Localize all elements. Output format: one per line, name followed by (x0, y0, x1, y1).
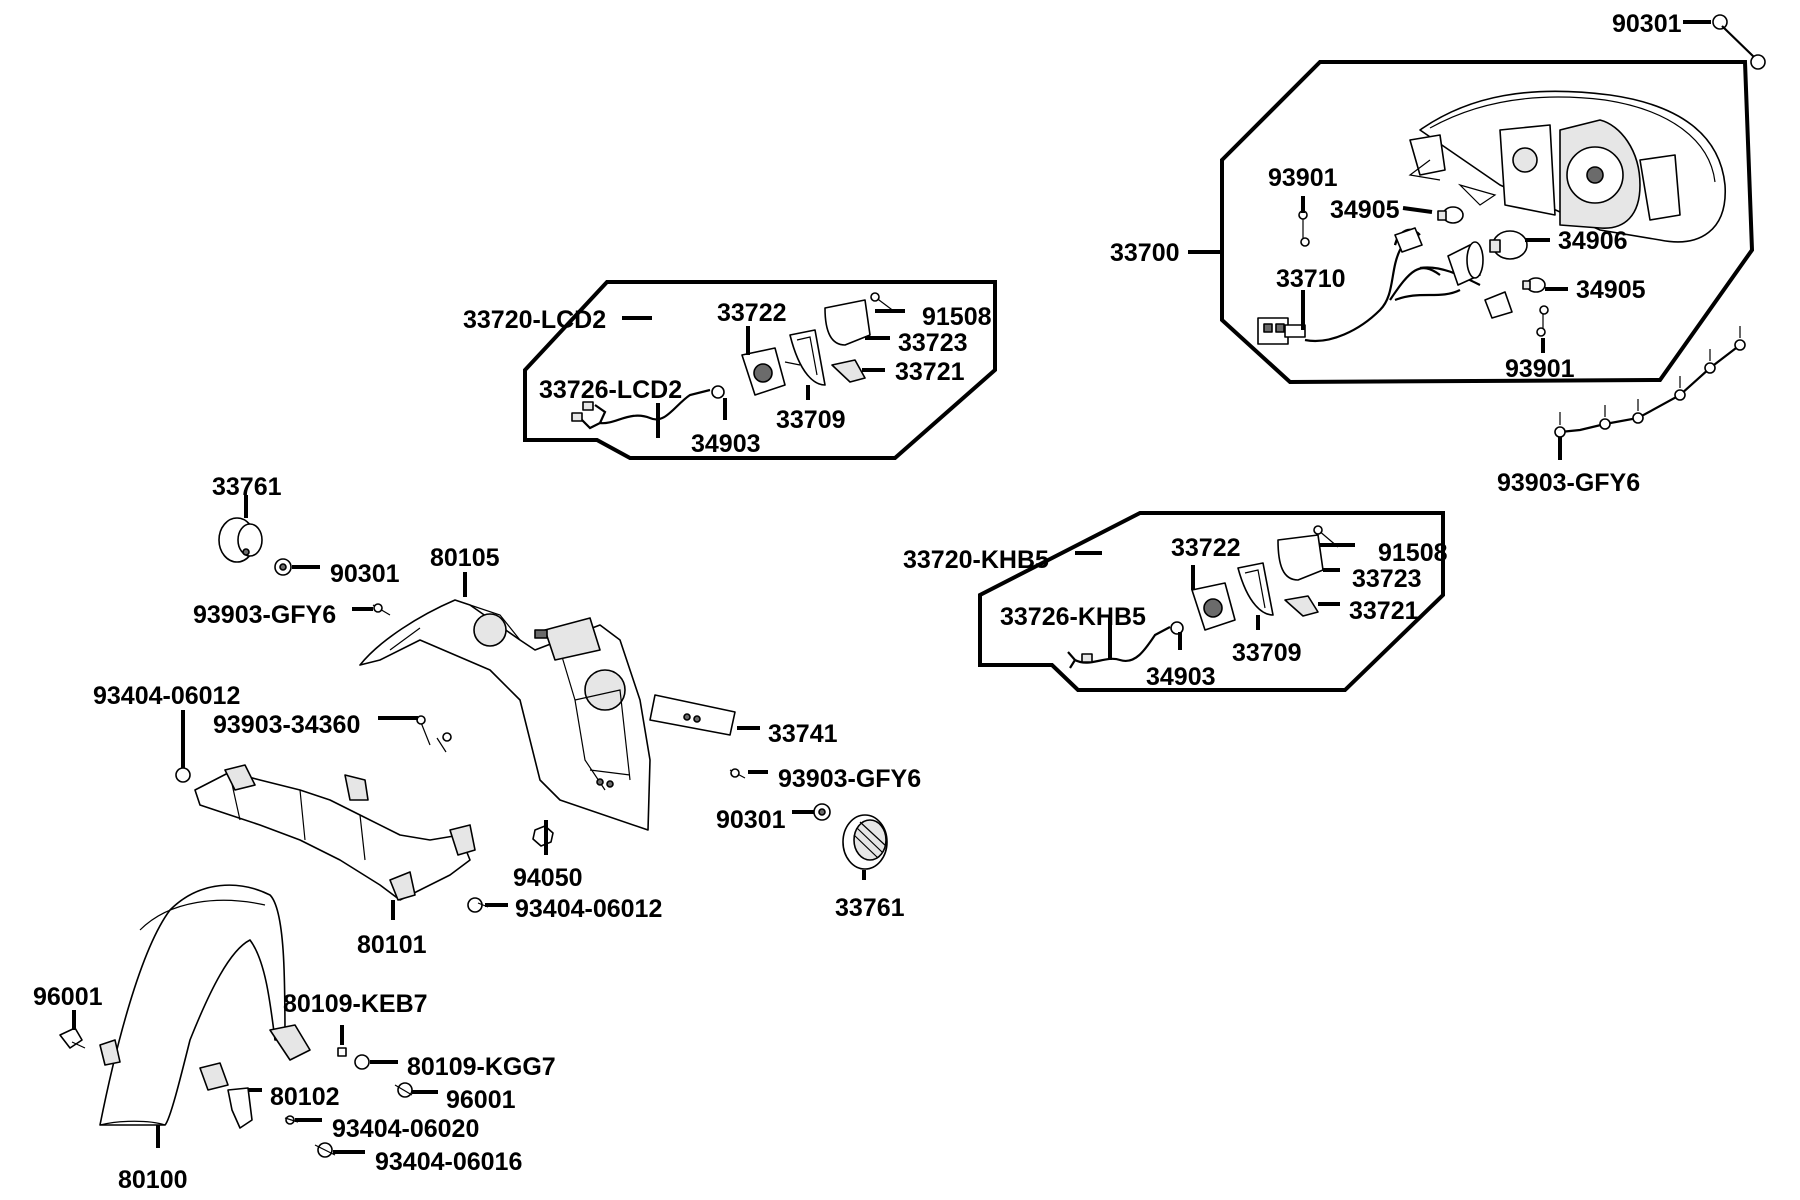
label-90301-a: 90301 (330, 560, 400, 588)
housing-33722-a (741, 347, 801, 396)
leader-lines (72, 20, 1711, 1154)
label-94050: 94050 (513, 864, 583, 892)
label-33761-b: 33761 (835, 894, 905, 922)
bulb-socket-34906 (1447, 241, 1484, 286)
bracket-80102 (227, 1087, 253, 1129)
label-33761-a: 33761 (212, 473, 282, 501)
rear-fender-80105 (359, 599, 651, 831)
label-34906: 34906 (1558, 227, 1628, 255)
label-93903-gfy6-a: 93903-GFY6 (1497, 469, 1640, 497)
bulb-34905-lower (1522, 277, 1546, 293)
label-34905-b: 34905 (1576, 276, 1646, 304)
label-93404-06016: 93404-06016 (375, 1148, 522, 1176)
screw-93903-gfy6-c (729, 768, 746, 779)
reflector-33761-b (842, 814, 888, 870)
wire-33726-lcd2 (571, 385, 725, 430)
label-33741: 33741 (768, 720, 838, 748)
label-33709-b: 33709 (1232, 639, 1302, 667)
label-33722-b: 33722 (1171, 534, 1241, 562)
label-93404-06020: 93404-06020 (332, 1115, 479, 1143)
lens-33723-a (824, 299, 871, 346)
reflector-33721-b (1284, 595, 1319, 617)
label-80100: 80100 (118, 1166, 188, 1194)
label-93901-a: 93901 (1268, 164, 1338, 192)
label-80101: 80101 (357, 931, 427, 959)
clip-80109-keb7 (337, 1047, 347, 1057)
label-33710: 33710 (1276, 265, 1346, 293)
label-93404-06012-b: 93404-06012 (515, 895, 662, 923)
label-90301-top: 90301 (1612, 10, 1682, 38)
screw-91508-a (870, 292, 896, 313)
housing-33722-b (1191, 582, 1236, 631)
label-34903-a: 34903 (691, 430, 761, 458)
label-33720-khb5: 33720-KHB5 (903, 546, 1049, 574)
bolt-96001-a (59, 1027, 86, 1049)
label-91508-a: 91508 (922, 303, 992, 331)
bolt-96001-b (394, 1082, 413, 1098)
label-33700: 33700 (1110, 239, 1180, 267)
nut-90301-top (1712, 14, 1766, 70)
screw-93901-lower (1536, 305, 1549, 337)
label-96001-b: 96001 (446, 1086, 516, 1114)
screw-91508-b (1313, 525, 1339, 548)
label-33723-a: 33723 (898, 329, 968, 357)
label-33721-a: 33721 (895, 358, 965, 386)
label-80105: 80105 (430, 544, 500, 572)
wire-33726-khb5 (1067, 621, 1184, 669)
nut-90301-a (274, 558, 292, 576)
reflector-33761-a (218, 517, 263, 563)
label-80109-kgg7: 80109-KGG7 (407, 1053, 556, 1081)
label-93903-34360: 93903-34360 (213, 711, 360, 739)
label-33720-lcd2: 33720-LCD2 (463, 306, 606, 334)
label-93901-b: 93901 (1505, 355, 1575, 383)
inner-fender-80101 (176, 764, 476, 901)
label-93903-gfy6-b: 93903-GFY6 (193, 601, 336, 629)
bulb-34905-upper (1437, 206, 1464, 224)
reflector-33721-a (831, 359, 866, 383)
headlight-housing (1408, 90, 1726, 243)
label-91508-b: 91508 (1378, 539, 1448, 567)
nut-90301-b (813, 803, 831, 821)
label-90301-b: 90301 (716, 806, 786, 834)
bulb-34906 (1489, 230, 1528, 260)
label-80109-keb7: 80109-KEB7 (283, 990, 428, 1018)
label-33726-lcd2: 33726-LCD2 (539, 376, 682, 404)
label-33721-b: 33721 (1349, 597, 1419, 625)
front-fender-80100 (99, 884, 311, 1126)
label-34903-b: 34903 (1146, 663, 1216, 691)
gasket-33709-b (1237, 562, 1274, 616)
socket-upper (1394, 227, 1423, 253)
bolt-93404-06016 (314, 1142, 336, 1158)
nut-80109-kgg7 (354, 1054, 370, 1070)
rear-light-lcd2-frame (523, 280, 997, 460)
label-33709-a: 33709 (776, 406, 846, 434)
label-96001-a: 96001 (33, 983, 103, 1011)
label-33726-khb5: 33726-KHB5 (1000, 603, 1146, 631)
gasket-33709-a (789, 329, 826, 386)
label-93903-gfy6-c: 93903-GFY6 (778, 765, 921, 793)
rear-light-khb5-frame (978, 511, 1445, 692)
label-33723-b: 33723 (1352, 565, 1422, 593)
screws-93903-34360 (416, 715, 452, 753)
screw-93404-06012-a (175, 767, 191, 783)
label-93404-06012-a: 93404-06012 (93, 682, 240, 710)
plate-lens-33741 (649, 694, 736, 736)
label-80102: 80102 (270, 1083, 340, 1111)
headlight-assembly-frame (1220, 60, 1755, 385)
nut-94050 (532, 825, 554, 847)
lens-33723-b (1277, 534, 1324, 581)
screw-93903-gfy6-b (372, 603, 391, 616)
label-34905-a: 34905 (1330, 196, 1400, 224)
socket-lower (1484, 291, 1513, 319)
screw-chain-93903-gfy6 (1554, 326, 1746, 438)
label-33722-a: 33722 (717, 299, 787, 327)
